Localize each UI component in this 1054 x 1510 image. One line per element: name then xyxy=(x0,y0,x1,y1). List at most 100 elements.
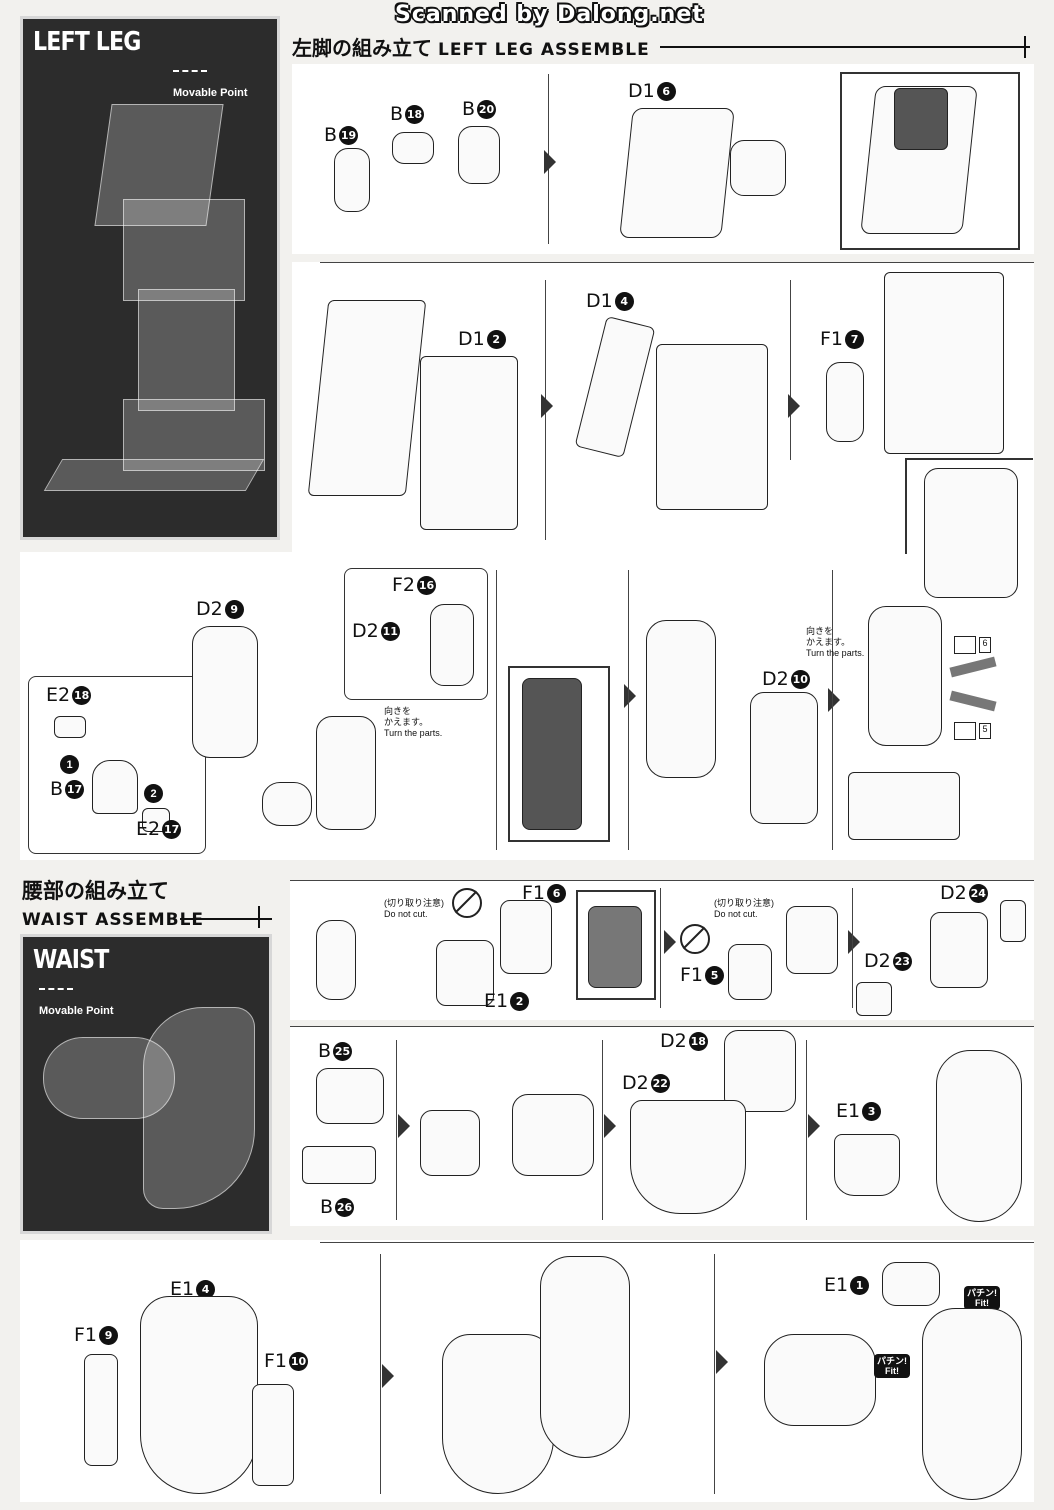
waist-step-arrow-2 xyxy=(848,930,860,954)
part-waist-skirt xyxy=(936,1050,1022,1222)
part-e14 xyxy=(140,1296,258,1494)
left-leg-sidebar-title: LEFT LEG xyxy=(33,27,141,57)
waist-row2-divider-1 xyxy=(396,1040,397,1220)
turn-parts-2-en: Turn the parts. xyxy=(806,648,865,658)
waist-heading-rule xyxy=(180,918,272,920)
step-arrow-4 xyxy=(624,684,636,708)
waist-sidebar-title: WAIST xyxy=(33,945,109,975)
part-hip-block xyxy=(764,1334,876,1426)
row2-top-rule xyxy=(320,262,1034,263)
part-e218 xyxy=(54,716,86,738)
part-b18 xyxy=(392,132,434,164)
turn-parts-note-2: 向きを かえます。 Turn the parts. xyxy=(806,626,864,659)
waist-row2-rule xyxy=(290,1026,1034,1027)
left-leg-heading-tick xyxy=(1024,36,1026,58)
part-f17 xyxy=(826,362,864,442)
row3-bracket xyxy=(905,458,1033,460)
sticker-6-number: 6 xyxy=(979,637,991,653)
part-d218 xyxy=(724,1030,796,1112)
waist-row3-divider-1 xyxy=(380,1254,381,1494)
step-number-1: 1 xyxy=(60,755,79,774)
part-b26 xyxy=(302,1146,376,1184)
leg-foot-ghost xyxy=(43,459,265,491)
part-joint-d16 xyxy=(730,140,786,196)
part-d224 xyxy=(1000,900,1026,942)
fit-badge-1-en: Fit! xyxy=(975,1298,989,1308)
movable-point-label: Movable Point xyxy=(173,87,248,99)
part-d210 xyxy=(750,692,818,824)
waist-step-arrow-6 xyxy=(382,1364,394,1388)
no-cut-icon-2 xyxy=(680,924,710,954)
part-dark-frame xyxy=(522,678,582,830)
part-waist-assembled xyxy=(930,912,988,988)
row3-divider-2 xyxy=(628,570,629,850)
waist-row2-divider-3 xyxy=(806,1040,807,1220)
waist-detail-box xyxy=(576,890,656,1000)
left-leg-heading-jp: 左脚の組み立て xyxy=(292,38,432,60)
part-shin-frame xyxy=(646,620,716,778)
fit-badge-2-jp: パチン! xyxy=(877,1356,907,1366)
part-d29 xyxy=(192,626,258,758)
sticker-5-number: 5 xyxy=(979,723,991,739)
sticker-6-swatch xyxy=(954,636,976,654)
part-shin-assembled xyxy=(924,468,1018,598)
part-thigh-complete xyxy=(884,272,1004,454)
part-f16-detail xyxy=(588,906,642,988)
part-d16 xyxy=(619,108,735,238)
part-b25 xyxy=(316,1068,384,1124)
left-leg-sidebar: LEFT LEG Movable Point xyxy=(20,16,280,540)
part-f110 xyxy=(252,1384,294,1486)
waist-row3-rule xyxy=(320,1242,1034,1243)
part-d222 xyxy=(630,1100,746,1214)
scanner-watermark: Scanned by Dalong.net xyxy=(395,2,704,27)
do-not-cut-2-jp: (切り取り注意) xyxy=(714,898,774,908)
part-d2-cover xyxy=(316,716,376,830)
fit-badge-2-en: Fit! xyxy=(885,1366,899,1376)
part-foot xyxy=(848,772,960,840)
turn-parts-2-jp: 向きを かえます。 xyxy=(806,626,851,647)
left-leg-heading-en: LEFT LEG ASSEMBLE xyxy=(438,40,650,60)
left-leg-heading: 左脚の組み立て LEFT LEG ASSEMBLE xyxy=(292,32,650,61)
turn-parts-note: 向きを かえます。 Turn the parts. xyxy=(384,706,442,739)
part-b19 xyxy=(334,148,370,212)
part-e12 xyxy=(436,940,494,1006)
fit-badge-1-jp: パチン! xyxy=(967,1288,997,1298)
fit-badge-1: パチン! Fit! xyxy=(964,1286,1000,1310)
waist-step-arrow xyxy=(664,930,676,954)
step-number-2: 2 xyxy=(144,784,163,803)
waist-step-arrow-4 xyxy=(604,1114,616,1138)
part-b17 xyxy=(92,760,138,814)
waist-movable-point-label: Movable Point xyxy=(39,1005,114,1017)
waist-step-arrow-3 xyxy=(398,1114,410,1138)
waist-heading-jp: 腰部の組み立て xyxy=(22,880,169,903)
part-ankle xyxy=(868,606,942,746)
part-b20 xyxy=(458,126,500,184)
part-frame-d12 xyxy=(307,300,427,496)
do-not-cut-note-2: (切り取り注意) Do not cut. xyxy=(714,898,774,920)
waist-step-arrow-7 xyxy=(716,1350,728,1374)
leg-shin-ghost xyxy=(138,289,235,411)
waist-movable-point-legend: Movable Point xyxy=(39,988,114,1017)
part-knee-joint xyxy=(262,782,312,826)
row3-divider-3 xyxy=(832,570,833,850)
part-e13 xyxy=(834,1134,900,1196)
step-arrow-5 xyxy=(828,688,840,712)
